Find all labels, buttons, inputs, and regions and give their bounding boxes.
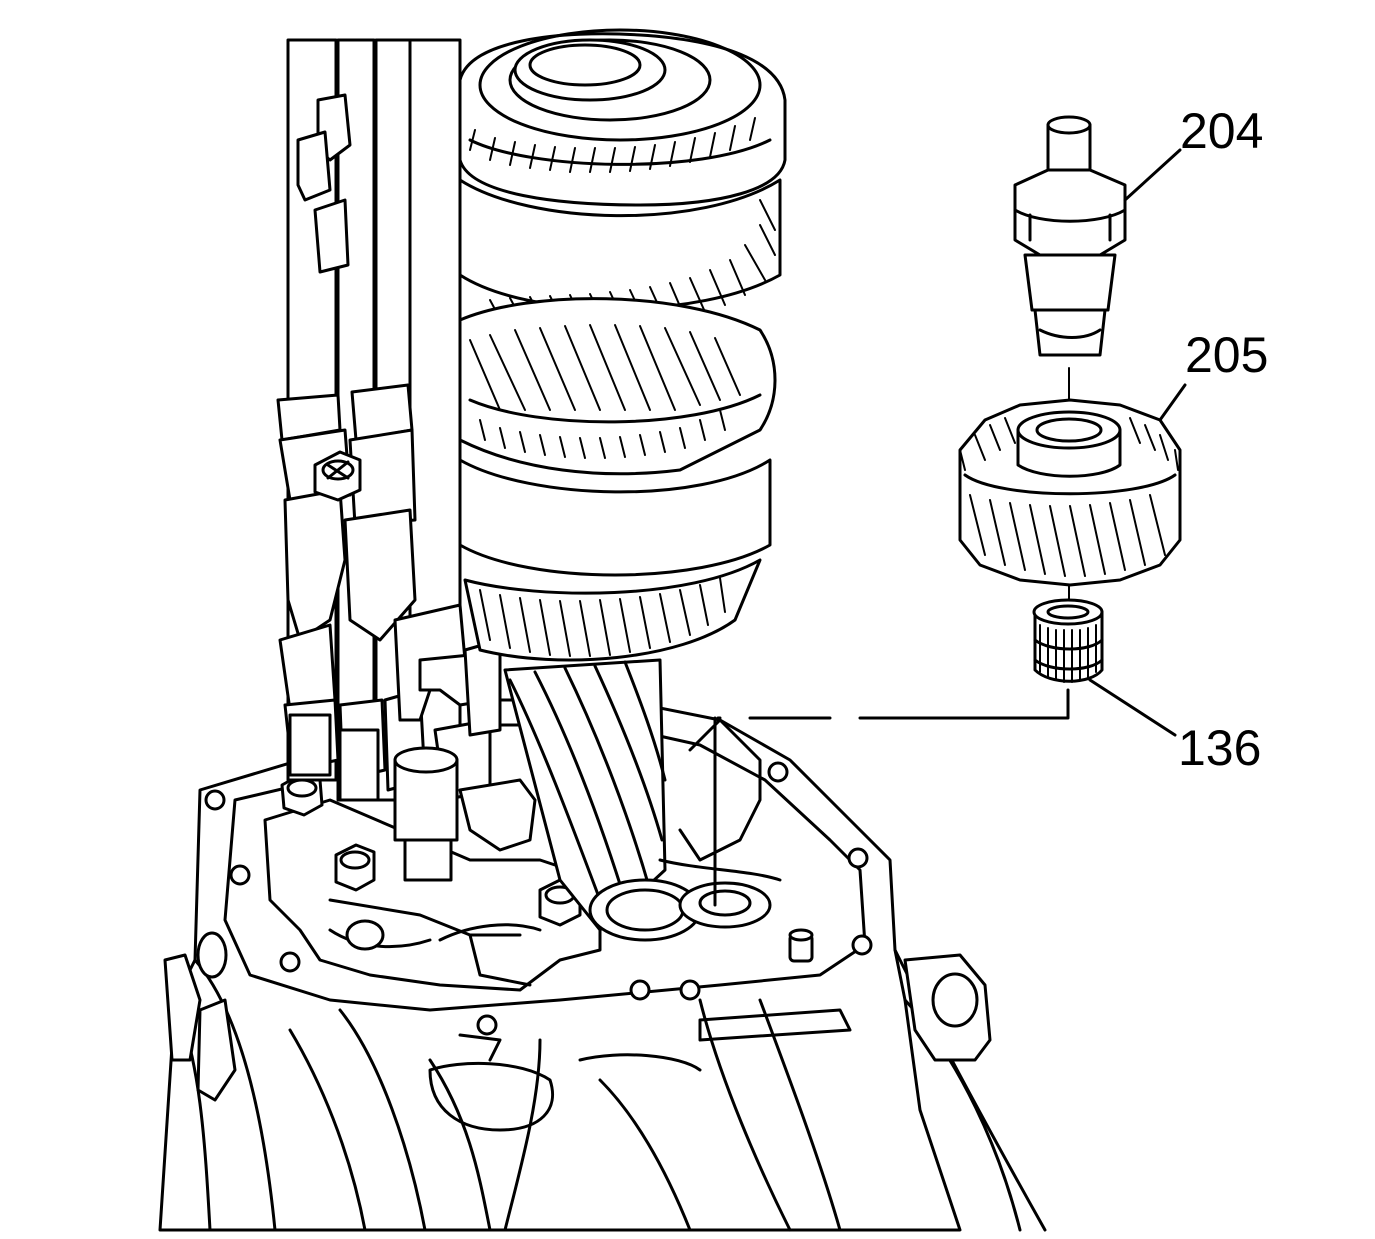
leader-136 bbox=[1088, 678, 1177, 737]
installation-path-line bbox=[858, 688, 1070, 720]
callout-204: 204 bbox=[1180, 103, 1263, 159]
bearing-retainer-plate bbox=[263, 773, 602, 992]
fork-bolt bbox=[313, 450, 362, 502]
leader-204 bbox=[1123, 148, 1182, 202]
part-204-shaft bbox=[1013, 115, 1127, 357]
leader-205 bbox=[1158, 383, 1187, 422]
bolt-2 bbox=[334, 843, 376, 892]
callout-205: 205 bbox=[1185, 327, 1268, 383]
mainshaft-gear-stack bbox=[458, 28, 787, 942]
part-136-needle-bearing bbox=[1032, 598, 1104, 683]
part-205-gear bbox=[958, 398, 1182, 587]
callout-136: 136 bbox=[1178, 720, 1261, 776]
shift-rails bbox=[276, 38, 537, 882]
